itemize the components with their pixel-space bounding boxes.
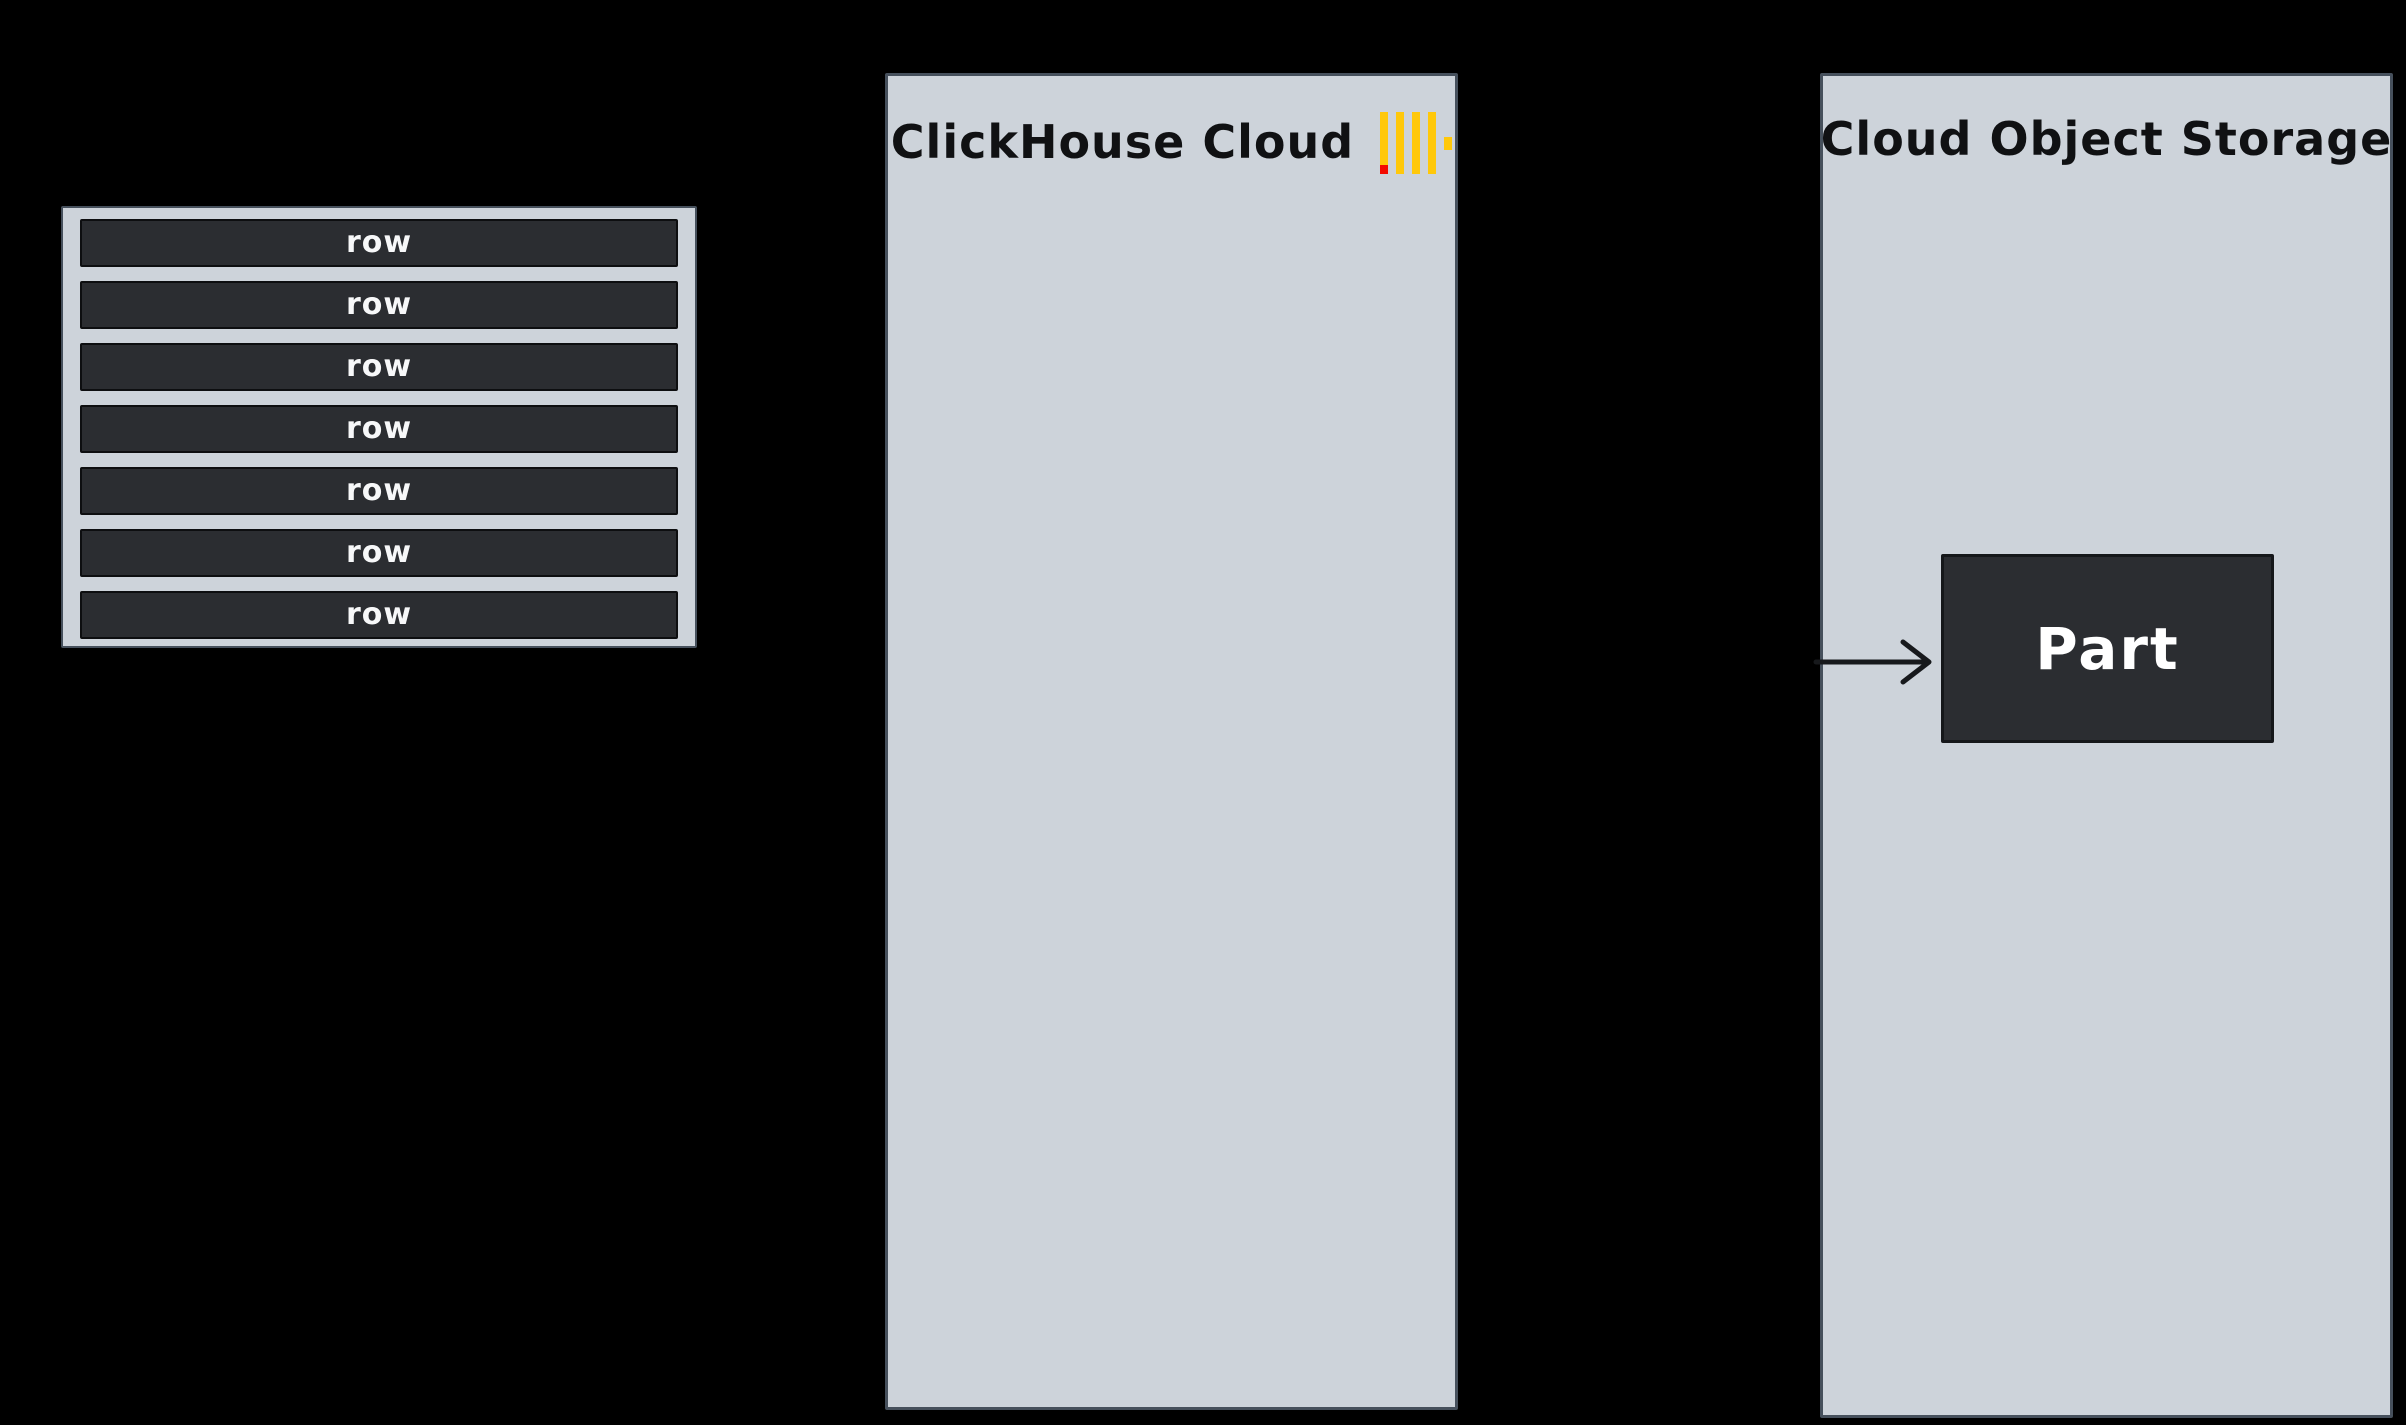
clickhouse-logo-icon xyxy=(1380,112,1453,174)
clickhouse-cloud-title: ClickHouse Cloud xyxy=(890,115,1355,170)
table-row: row xyxy=(80,467,678,515)
panel-header: ClickHouse Cloud xyxy=(888,76,1455,174)
table-row: row xyxy=(80,343,678,391)
rows-table-panel: row row row row row row row xyxy=(61,206,697,648)
table-row: row xyxy=(80,219,678,267)
row-label: row xyxy=(345,411,413,446)
table-row: row xyxy=(80,529,678,577)
panel-header: Cloud Object Storage xyxy=(1820,76,2393,167)
row-label: row xyxy=(345,597,413,632)
table-row: row xyxy=(80,591,678,639)
part-box: Part xyxy=(1941,554,2274,743)
cloud-object-storage-panel: Cloud Object Storage xyxy=(1820,73,2393,1418)
row-label: row xyxy=(345,349,413,384)
row-label: row xyxy=(345,287,413,322)
table-row: row xyxy=(80,281,678,329)
table-row: row xyxy=(80,405,678,453)
arrow-right-icon xyxy=(1813,639,1932,685)
cloud-object-storage-title: Cloud Object Storage xyxy=(1820,112,2393,166)
row-label: row xyxy=(345,473,413,508)
row-label: row xyxy=(345,225,413,260)
part-label: Part xyxy=(2035,614,2180,683)
row-label: row xyxy=(345,535,413,570)
clickhouse-cloud-panel: ClickHouse Cloud xyxy=(885,73,1458,1410)
